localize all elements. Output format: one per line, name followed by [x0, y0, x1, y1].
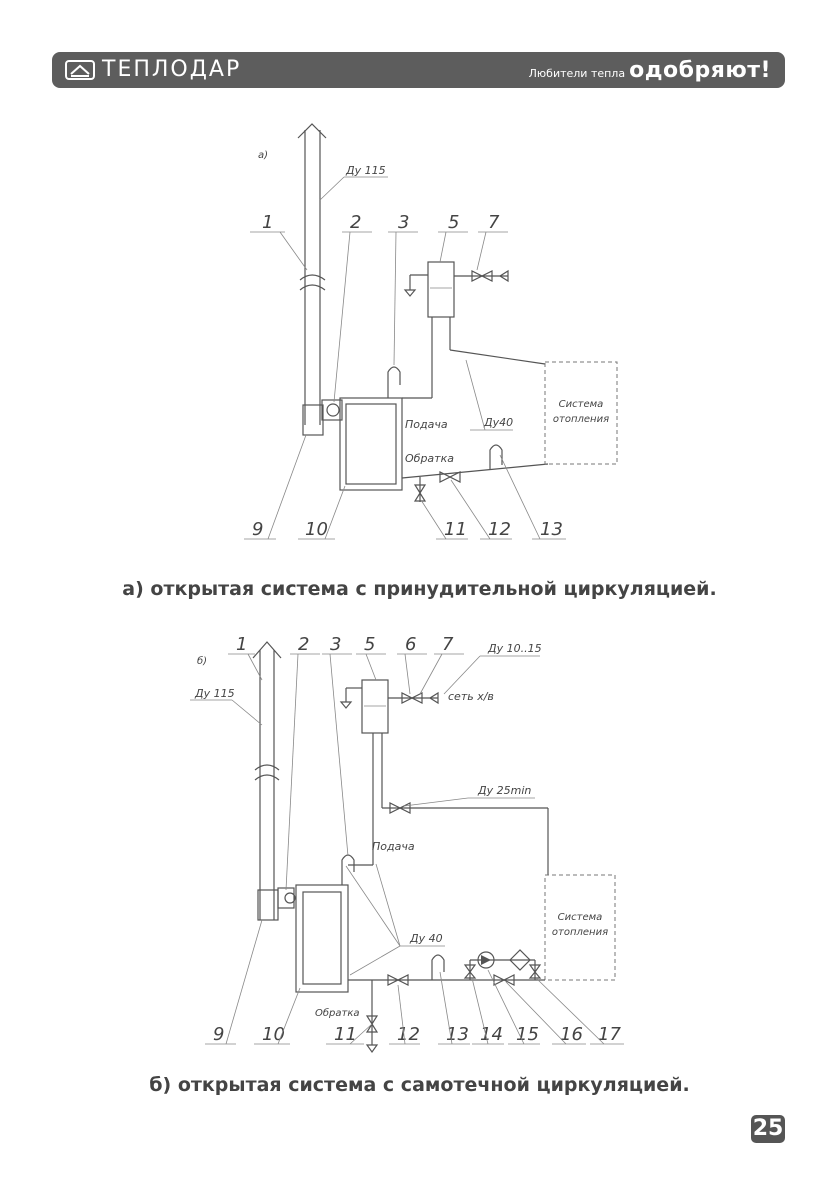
label-main-diameter: Ду40: [483, 416, 513, 429]
caption-gravity-circulation: б) открытая система с самотечной циркуля…: [149, 1074, 690, 1096]
label-feed: Подача: [405, 418, 448, 431]
callouts-top: 1 2 3 5 6 7: [236, 634, 454, 655]
callout: 10: [262, 1024, 285, 1045]
callout: 16: [560, 1024, 583, 1045]
callout-leaders-bottom: [205, 919, 624, 1045]
heating-system-label-2: отопления: [552, 927, 608, 938]
callout: 2: [350, 212, 361, 233]
diagram-tag: б): [197, 655, 207, 667]
callout: 3: [398, 212, 409, 233]
brand-name: ТЕПЛОДАР: [102, 57, 242, 82]
callout: 11: [334, 1024, 357, 1045]
expansion-tank: [339, 679, 439, 734]
slogan-big: одобряют!: [629, 57, 771, 83]
callout: 9: [252, 519, 263, 540]
callout: 10: [305, 519, 328, 540]
diagram-tag: а): [258, 150, 268, 161]
house-frame-icon: [65, 60, 95, 80]
callout: 7: [488, 212, 500, 233]
heating-system-label-1: Система: [558, 912, 603, 923]
page-header: ТЕПЛОДАР Любители тепла одобряют!: [52, 52, 785, 88]
expansion-tank: [403, 261, 509, 318]
label-return: Обратка: [405, 452, 454, 465]
callout: 13: [540, 519, 563, 540]
pump-icon: [477, 951, 495, 969]
boiler: [326, 397, 403, 491]
callout: 1: [236, 634, 247, 655]
callout: 1: [262, 212, 273, 233]
label-makeup-diameter: Ду 10..15: [487, 642, 542, 655]
callout: 3: [330, 634, 341, 655]
callout: 17: [598, 1024, 621, 1045]
diagram-open-gravity: б) Ду 115 сеть х/в Ду 10..15 Ду 25min По…: [190, 634, 624, 1054]
chimney-pipe: [297, 123, 343, 436]
brand-logo: ТЕПЛОДАР: [64, 57, 241, 83]
chimney-pipe: [252, 641, 295, 921]
heating-system-box: [544, 874, 616, 981]
label-feed: Подача: [372, 840, 415, 853]
callouts-bottom: 9 10 11 12 13 14 15 16 17: [213, 1024, 621, 1045]
callout: 5: [364, 634, 375, 655]
label-water-supply: сеть х/в: [448, 690, 494, 703]
callout-leaders-bottom: [244, 434, 566, 540]
label-return: Обратка: [315, 1007, 360, 1019]
slogan-small: Любители тепла: [528, 66, 626, 80]
callout: 14: [480, 1024, 503, 1045]
callout: 12: [397, 1024, 420, 1045]
callouts-bottom: 9 10 11 12 13: [252, 519, 563, 540]
callout: 2: [298, 634, 309, 655]
callout: 12: [488, 519, 511, 540]
callouts-top: 1 2 3 5 7: [262, 212, 500, 233]
callout: 6: [405, 634, 416, 655]
caption-forced-circulation: а) открытая система с принудительной цир…: [122, 578, 717, 600]
slogan: Любители тепла одобряют!: [529, 52, 771, 88]
callout-leaders: [228, 653, 464, 891]
heating-system-label-1: Система: [559, 399, 604, 410]
callout: 11: [444, 519, 467, 540]
callout-leaders: [250, 231, 508, 403]
label-chimney-diameter: Ду 115: [194, 687, 235, 700]
diagram-open-forced: а) Ду 115 Система отопления Пода: [244, 123, 618, 540]
filter-icon: [509, 949, 531, 971]
callout: 7: [442, 634, 454, 655]
callout: 5: [448, 212, 459, 233]
callout: 9: [213, 1024, 224, 1045]
pump-arrow: [481, 955, 491, 965]
boiler: [284, 884, 349, 993]
label-expansion-diameter: Ду 25min: [477, 784, 531, 797]
callout: 13: [446, 1024, 469, 1045]
label-chimney-diameter: Ду 115: [345, 164, 386, 177]
heating-system-box: [544, 361, 618, 465]
heating-system-label-2: отопления: [553, 414, 609, 425]
label-main-diameter: Ду 40: [409, 932, 443, 945]
page-number: 25: [751, 1115, 785, 1143]
